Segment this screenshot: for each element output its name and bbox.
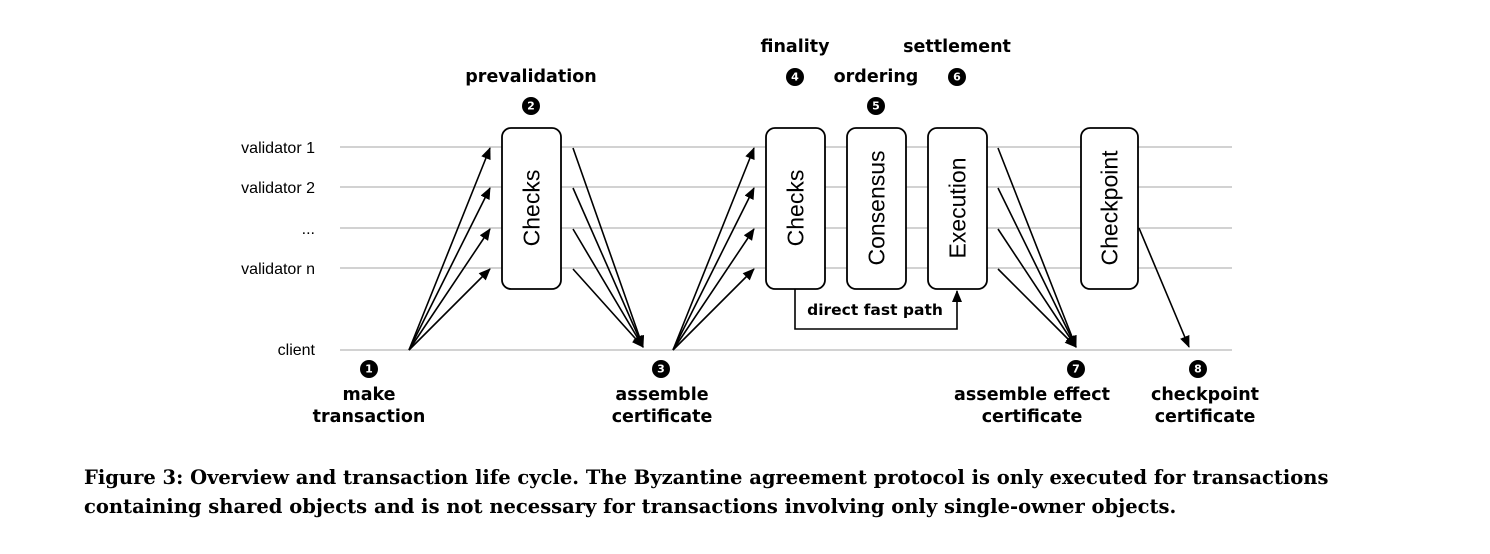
transaction-lifecycle-diagram: validator 1 validator 2 ... validator n …	[241, 37, 1259, 427]
arrow-validator-n-to-effect-certificate	[997, 268, 1077, 348]
figure-caption: Figure 3: Overview and transaction life …	[84, 466, 1329, 518]
checkpoint-box	[1080, 127, 1139, 290]
step-8-label-line-2: certificate	[1155, 407, 1256, 427]
step-badge-6: 6	[948, 68, 966, 86]
fast-path-label-background	[802, 299, 946, 319]
direct-fast-path-arrow	[794, 289, 962, 330]
arrow-validator-n-to-certificate	[572, 268, 644, 348]
step-1-label-line-1: make	[342, 385, 395, 405]
svg-text:6: 6	[953, 71, 961, 84]
step-badge-8: 8	[1189, 360, 1207, 378]
step-badge-3: 3	[652, 360, 670, 378]
svg-text:4: 4	[791, 71, 799, 84]
arrow-validator-ellipsis-to-effect-certificate	[997, 228, 1077, 348]
svg-text:2: 2	[527, 100, 535, 113]
arrow-client-to-validator-ellipsis	[408, 228, 491, 351]
arrow-certificate-to-validator-2	[672, 187, 755, 351]
step-1-label-line-2: transaction	[313, 407, 426, 427]
step-3-label-line-1: assemble	[615, 385, 708, 405]
lane-label-client: client	[278, 342, 316, 359]
arrow-client-to-validator-2	[408, 187, 491, 351]
svg-text:7: 7	[1072, 363, 1080, 376]
arrow-certificate-to-validator-1	[672, 147, 755, 351]
step-8-label-line-1: checkpoint	[1151, 385, 1259, 405]
fast-path-label: direct fast path	[807, 301, 943, 319]
arrow-validator-2-to-effect-certificate	[997, 187, 1077, 348]
step-6-label: settlement	[903, 37, 1011, 57]
step-badges: 1 2 3 4 5 6 7 8	[360, 68, 1207, 378]
arrow-checkpoint-to-certificate	[1138, 227, 1190, 348]
arrow-validator-1-to-certificate	[572, 147, 645, 348]
step-4-label: finality	[760, 37, 830, 57]
consensus-box	[846, 127, 907, 290]
step-badge-5: 5	[867, 97, 885, 115]
step-7-label-line-1: assemble effect	[954, 385, 1110, 405]
step-badge-1: 1	[360, 360, 378, 378]
checkpoint-label: Checkpoint	[1097, 150, 1123, 266]
execution-label: Execution	[945, 157, 971, 258]
arrow-client-to-validator-1	[408, 147, 491, 351]
step-badge-7: 7	[1067, 360, 1085, 378]
execution-box	[927, 127, 988, 290]
step-2-label: prevalidation	[465, 67, 596, 87]
step-badge-2: 2	[522, 97, 540, 115]
arrow-certificate-to-validator-ellipsis	[672, 228, 755, 351]
arrow-client-to-validator-n	[408, 268, 491, 351]
arrow-validator-2-to-certificate	[572, 187, 644, 348]
lane-label-ellipsis: ...	[302, 221, 315, 238]
svg-text:8: 8	[1194, 363, 1202, 376]
arrow-certificate-to-validator-n	[672, 268, 755, 351]
svg-text:1: 1	[365, 363, 373, 376]
svg-text:5: 5	[872, 100, 880, 113]
step-3-label-line-2: certificate	[612, 407, 713, 427]
lane-label-validator-1: validator 1	[241, 140, 315, 157]
svg-text:3: 3	[657, 363, 665, 376]
step-badge-4: 4	[786, 68, 804, 86]
arrow-validator-1-to-effect-certificate	[997, 147, 1077, 348]
prevalidation-checks-label: Checks	[519, 170, 545, 247]
arrow-validator-ellipsis-to-certificate	[572, 228, 644, 348]
step-7-label-line-2: certificate	[982, 407, 1083, 427]
consensus-label: Consensus	[864, 150, 890, 265]
step-5-label: ordering	[834, 67, 919, 87]
lane-label-validator-n: validator n	[241, 261, 315, 278]
lane-label-validator-2: validator 2	[241, 180, 315, 197]
prevalidation-checks-box	[501, 127, 562, 290]
finality-checks-label: Checks	[783, 170, 809, 247]
